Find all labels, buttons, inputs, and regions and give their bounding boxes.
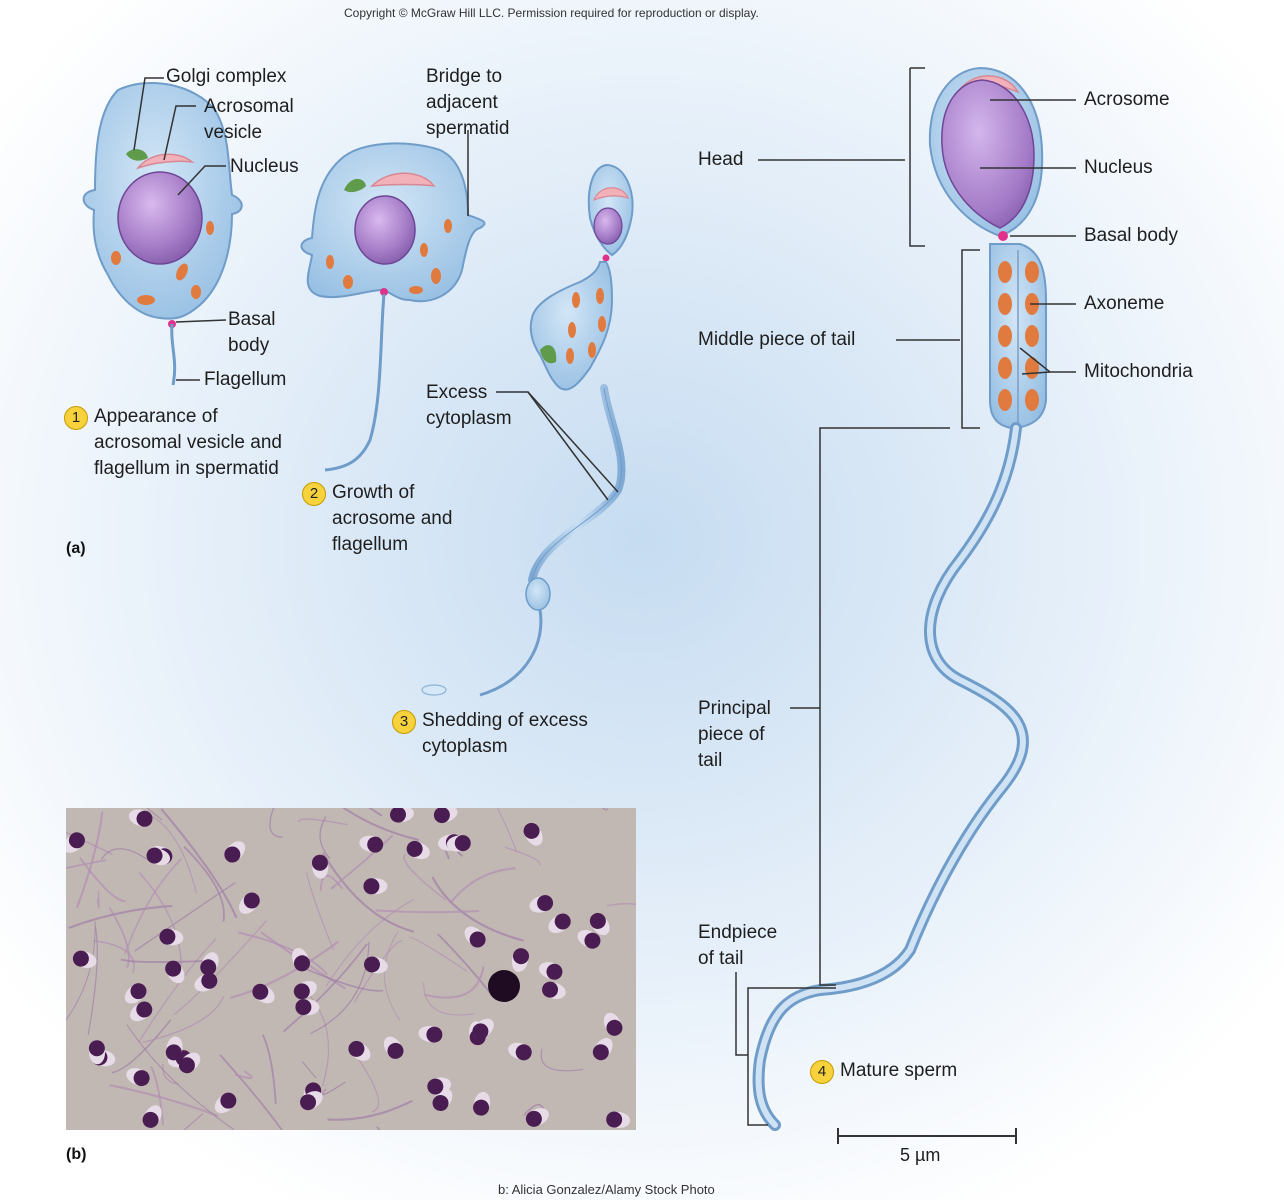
step-1: 1 Appearance of acrosomal vesicle and fl… [64, 404, 294, 482]
acrosomal-vesicle-1 [135, 153, 195, 170]
scale-bar [837, 1128, 1017, 1144]
panel-label-a: (a) [66, 540, 86, 557]
label-flagellum: Flagellum [204, 369, 287, 390]
copyright-notice: Copyright © McGraw Hill LLC. Permission … [344, 6, 759, 20]
label-axoneme: Axoneme [1084, 293, 1165, 314]
step-badge-1: 1 [64, 406, 88, 430]
step-4: 4 Mature sperm [810, 1058, 1010, 1084]
label-basal-body-4: Basal body [1084, 225, 1179, 246]
label-bridge-to-adjacent-spermatid: Bridge to adjacent spermatid [426, 66, 510, 139]
leader-lines [133, 67, 1076, 1126]
label-nucleus-4: Nucleus [1084, 157, 1153, 178]
step-2: 2 Growth of acrosome and flagellum [302, 480, 482, 558]
step-badge-4: 4 [810, 1060, 834, 1084]
mature-sperm [752, 66, 1047, 1131]
label-nucleus-1: Nucleus [230, 156, 299, 177]
step-badge-2: 2 [302, 482, 326, 506]
label-acrosome: Acrosome [1084, 89, 1170, 110]
step-label-3: Shedding of excess cytoplasm [422, 710, 588, 757]
step-badge-3: 3 [392, 710, 416, 734]
spermatid-stage-1 [82, 82, 243, 386]
step-label-4: Mature sperm [840, 1060, 958, 1081]
panel-label-b: (b) [66, 1146, 87, 1163]
label-endpiece: Endpiece of tail [698, 922, 778, 969]
photo-credit: b: Alicia Gonzalez/Alamy Stock Photo [498, 1182, 715, 1197]
golgi-complex-1 [126, 149, 148, 161]
label-head: Head [698, 149, 744, 170]
label-excess-cytoplasm: Excess cytoplasm [426, 382, 512, 429]
spermatid-stage-2 [300, 142, 486, 472]
step-label-1: Appearance of acrosomal vesicle and flag… [94, 406, 282, 479]
nucleus-1 [117, 171, 203, 265]
shed-cytoplasm [421, 684, 447, 696]
label-mitochondria: Mitochondria [1084, 361, 1193, 382]
label-principal-piece: Principal piece of tail [698, 698, 771, 771]
nucleus-4 [941, 79, 1035, 229]
principal-piece [755, 425, 1026, 1128]
label-middle-piece: Middle piece of tail [698, 329, 856, 350]
label-golgi-complex: Golgi complex [166, 66, 287, 87]
step-3: 3 Shedding of excess cytoplasm [392, 708, 622, 760]
step-label-2: Growth of acrosome and flagellum [332, 482, 453, 555]
label-basal-body-1: Basal body [228, 309, 276, 356]
spermatid-stage-3 [421, 163, 634, 697]
label-acrosomal-vesicle: Acrosomal vesicle [204, 96, 294, 143]
scale-bar-label: 5 µm [900, 1145, 941, 1165]
basal-body-4 [998, 231, 1008, 241]
sperm-micrograph [66, 808, 636, 1130]
